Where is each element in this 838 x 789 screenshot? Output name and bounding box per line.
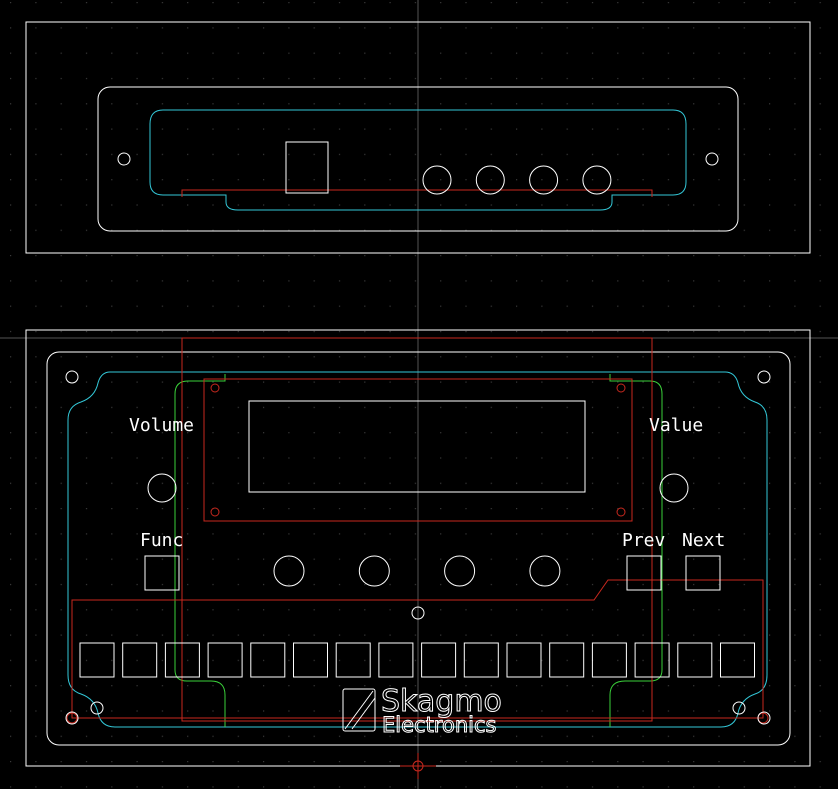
side-mount-hole-right [705, 152, 719, 166]
front-pcb-edge-red [181, 337, 653, 722]
front-panel: Volume Value Func Prev Next Skagmo Elect… [25, 329, 811, 767]
step-button-cutout-15 [677, 642, 713, 678]
led-hole [411, 606, 425, 620]
display-hole-bl [210, 507, 220, 517]
knob-hole-2 [358, 555, 390, 587]
step-button-cutout-9 [421, 642, 457, 678]
button-board-outline [71, 579, 764, 719]
label-volume: Volume [129, 415, 194, 436]
step-button-cutout-11 [506, 642, 542, 678]
side-panel-outline [97, 86, 739, 232]
display-hole-tl [210, 383, 220, 393]
side-panel-frame [25, 21, 811, 254]
step-button-cutout-3 [164, 642, 200, 678]
step-button-cutout-10 [463, 642, 499, 678]
label-value: Value [649, 415, 703, 436]
step-button-cutout-1 [79, 642, 115, 678]
volume-encoder-hole [147, 473, 177, 503]
step-button-cutout-16 [720, 642, 755, 678]
front-mount-hole-br [757, 711, 771, 725]
side-jack-4 [582, 165, 612, 195]
display-window [248, 400, 586, 493]
step-button-cutout-8 [378, 642, 414, 678]
label-func: Func [140, 530, 183, 551]
label-prev: Prev [622, 530, 665, 551]
side-pcb-edge [181, 189, 653, 197]
prev-button-cutout [626, 555, 662, 591]
side-jack-2 [475, 165, 505, 195]
label-next: Next [682, 530, 725, 551]
enclosure-hole-bl [90, 701, 104, 715]
step-button-cutout-2 [122, 642, 158, 678]
side-jack-3 [529, 165, 559, 195]
front-enclosure-profile [67, 371, 768, 728]
skagmo-slash-logo-icon [342, 688, 376, 732]
front-mount-hole-tl [65, 370, 79, 384]
side-jack-1 [422, 165, 452, 195]
step-button-cutout-13 [591, 642, 627, 678]
side-mount-hole-left [117, 152, 131, 166]
next-button-cutout [685, 555, 721, 591]
front-panel-outline [46, 351, 791, 746]
step-button-cutout-5 [250, 642, 286, 678]
step-button-cutout-12 [549, 642, 585, 678]
side-panel [25, 21, 811, 254]
side-enclosure-profile [149, 109, 687, 211]
step-button-cutout-14 [634, 642, 670, 678]
display-hole-br [616, 507, 626, 517]
logo-name: Skagmo [381, 684, 502, 719]
side-jacks [422, 165, 612, 195]
knob-hole-4 [529, 555, 561, 587]
step-button-cutout-6 [293, 642, 328, 678]
step-button-cutout-4 [207, 642, 243, 678]
knob-hole-3 [444, 555, 476, 587]
func-button-cutout [144, 555, 180, 591]
knob-hole-1 [273, 555, 305, 587]
front-mount-hole-tr [757, 370, 771, 384]
step-button-cutout-7 [335, 642, 371, 678]
value-encoder-hole [659, 473, 689, 503]
display-board-outline [203, 378, 633, 522]
usb-connector-cutout [285, 141, 329, 194]
enclosure-hole-br [732, 701, 746, 715]
origin-marker [400, 753, 436, 779]
display-hole-tr [616, 383, 626, 393]
button-board-hole-left [66, 712, 78, 724]
front-mount-hole-bl [65, 711, 79, 725]
logo-sub: Electronics [382, 713, 496, 737]
small-knobs [273, 555, 561, 587]
step-buttons [79, 642, 755, 678]
